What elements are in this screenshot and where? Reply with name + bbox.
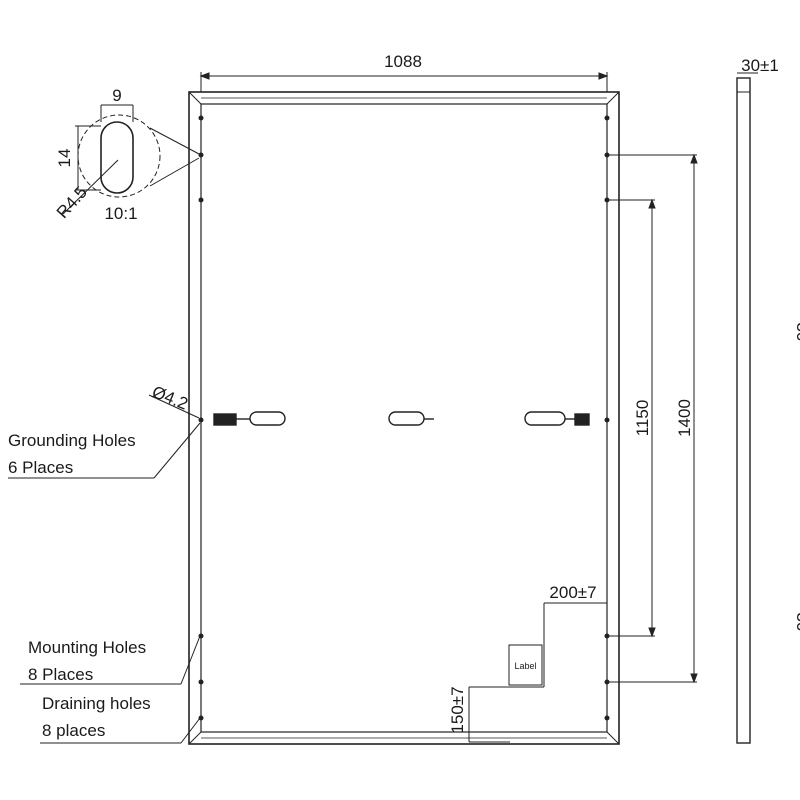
grounding-callout-line2: 6 Places	[8, 458, 73, 477]
side-cut-top-value: 30	[793, 323, 800, 342]
width-dimension	[199, 72, 609, 92]
hole-radius-value: R4.5	[53, 183, 91, 222]
draining-callout-line1: Draining holes	[42, 694, 151, 713]
label-box-text: Label	[514, 661, 536, 671]
spacing-inner-value: 1150	[633, 400, 652, 437]
panel-frame	[188, 91, 620, 745]
hole-width-value: 9	[112, 86, 121, 105]
junction-box-cables	[213, 411, 590, 426]
mounting-callout-line2: 8 Places	[28, 665, 93, 684]
draining-callout-line2: 8 places	[42, 721, 105, 740]
spacing-outer-value: 1400	[675, 399, 694, 437]
grounding-diameter-value: Ø4.2	[149, 382, 190, 413]
draining-leader	[40, 717, 201, 744]
label-box: Label	[508, 644, 543, 686]
side-profile	[736, 72, 758, 744]
hole-detail	[62, 104, 200, 215]
label-offset-x-value: 200±7	[549, 583, 596, 602]
label-offset-y-value: 150±7	[448, 686, 467, 733]
mounting-spacing-dimensions	[609, 153, 698, 684]
grounding-callout-line1: Grounding Holes	[8, 431, 136, 450]
detail-scale-value: 10:1	[104, 204, 137, 223]
side-cut-bottom-value: 30	[793, 613, 800, 632]
grounding-leader	[8, 394, 201, 479]
hole-height-value: 14	[55, 149, 74, 168]
mounting-leader	[20, 635, 201, 685]
frame-holes	[198, 115, 610, 721]
width-value: 1088	[384, 52, 422, 71]
label-location-dimensions	[468, 602, 607, 743]
frame-depth-value: 30±1	[741, 56, 779, 75]
mounting-callout-line1: Mounting Holes	[28, 638, 146, 657]
